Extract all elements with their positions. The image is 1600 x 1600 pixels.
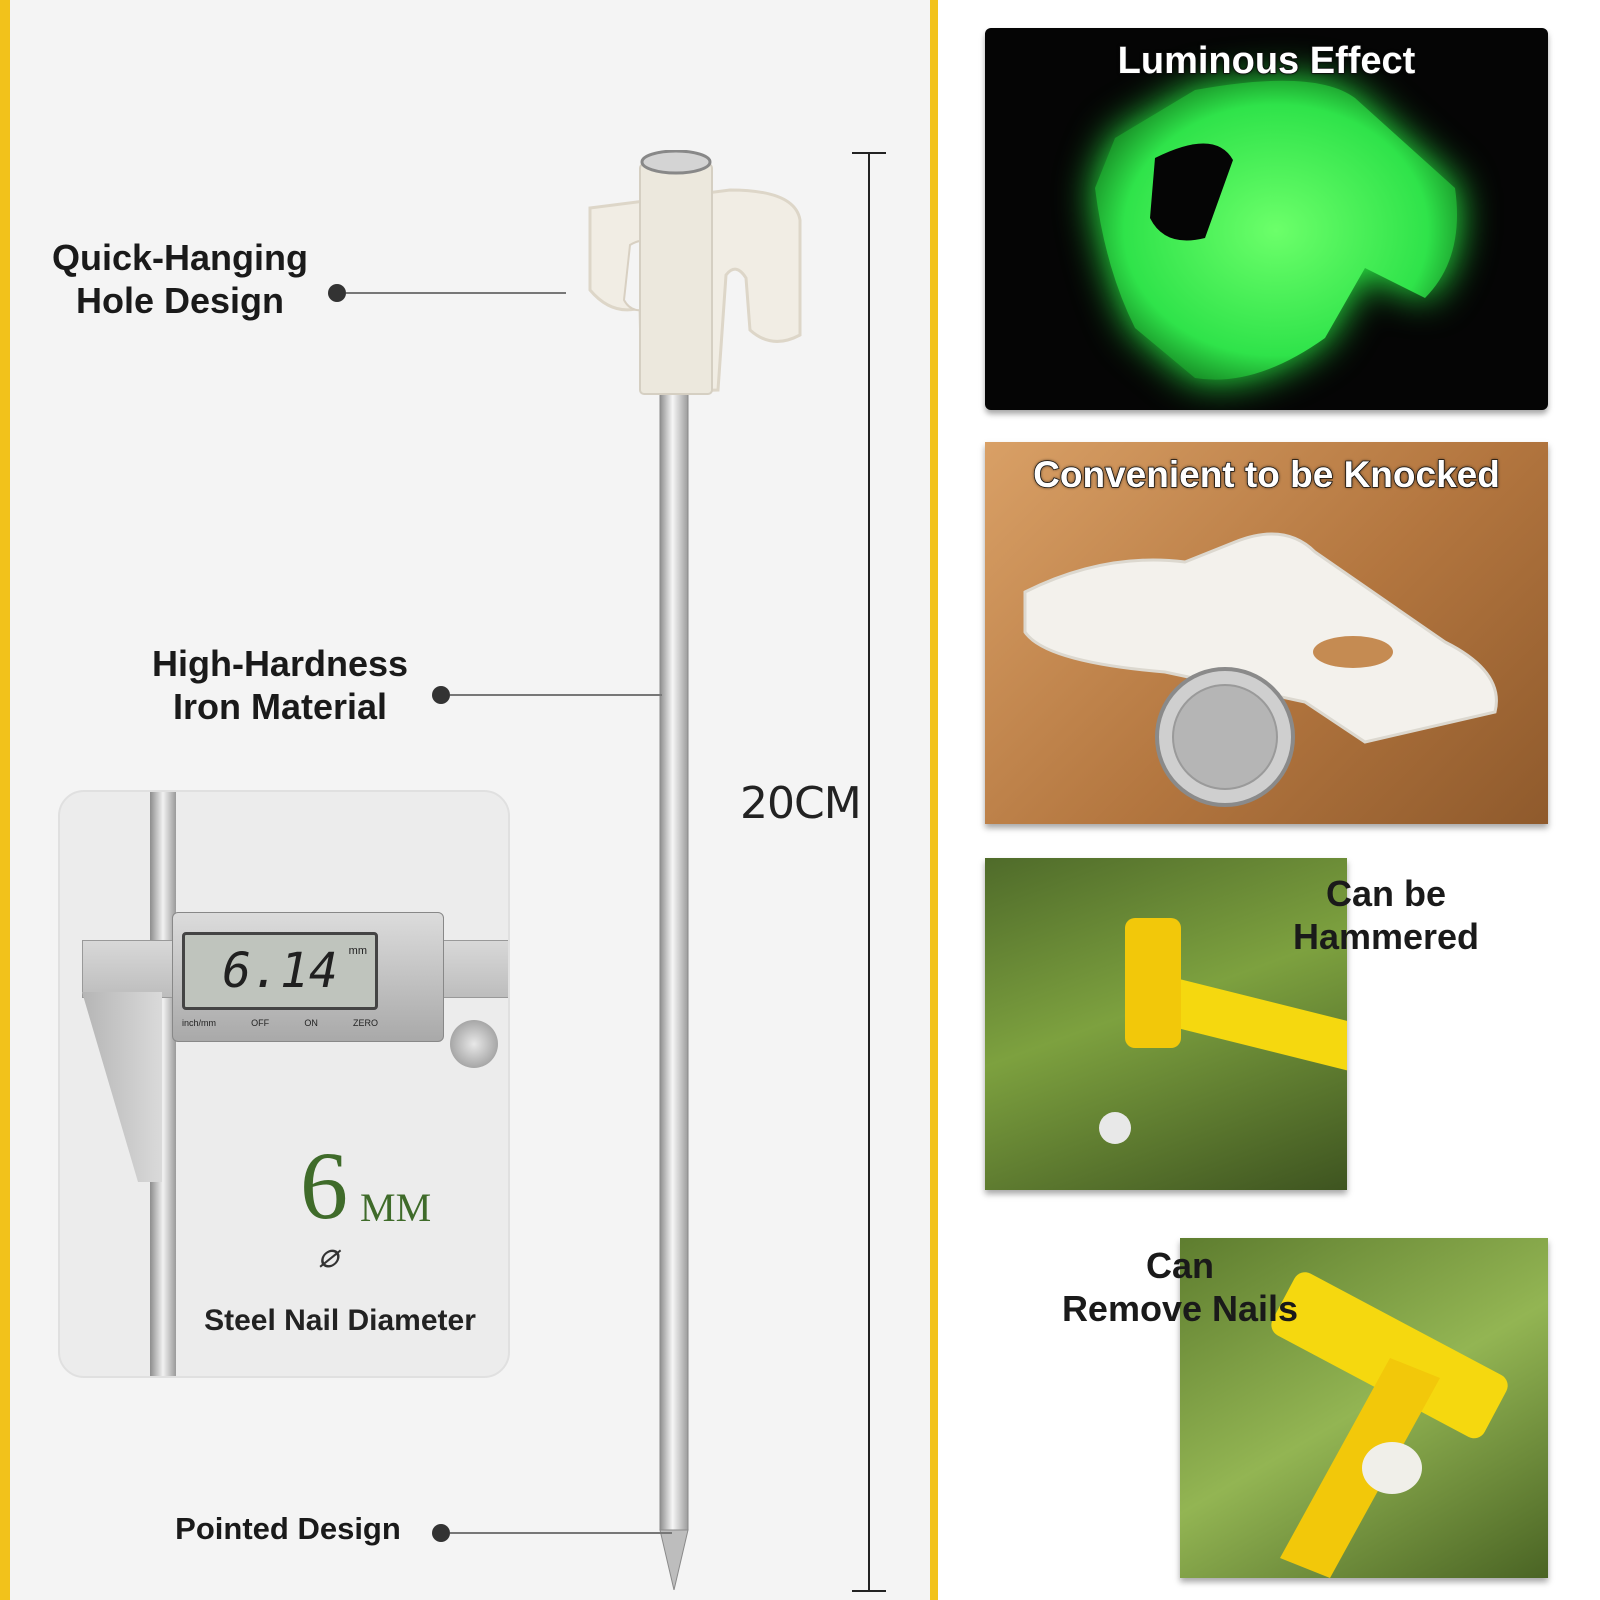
remove-line2: Remove Nails [1061,1288,1299,1330]
caliper-unit: mm [348,945,367,957]
quick-hanging-leader [346,292,566,294]
remove-line1: Can [1145,1245,1214,1286]
hammered-line2: Hammered [1292,916,1480,958]
stake-rod [659,389,689,1531]
caliper-reading: 6.14 [222,943,338,999]
diameter-unit: MM [360,1185,432,1230]
hammered-line1: Can be [1325,873,1447,914]
caliper-button-inch-mm: inch/mm [182,1018,217,1028]
quick-hanging-line2: Hole Design [75,280,285,322]
yellow-hammer-graphic [1099,918,1347,1144]
dimension-length: 20CM [740,778,862,829]
stake-point [659,1529,689,1590]
knocked-photo: Convenient to be Knocked [985,442,1548,824]
pointed-design-leader [450,1532,672,1534]
caliper-display: 6.14 mm [182,932,378,1010]
diameter-value: 6 [300,1132,348,1239]
glowing-hook-graphic [1095,80,1457,380]
center-accent-border [930,0,938,1600]
left-accent-border [0,0,10,1600]
luminous-effect-photo: Luminous Effect [985,28,1548,410]
stake-collar [639,163,713,395]
knocked-title: Convenient to be Knocked [1032,453,1500,496]
stake-cap [640,150,712,175]
hardness-label: High-Hardness Iron Material [120,642,440,728]
pointed-design-dot [432,1524,450,1542]
hardness-leader [450,694,662,696]
hardness-line1: High-Hardness [151,643,409,684]
caliper-thumb-wheel [450,1020,498,1068]
tent-stake-illustration [588,150,802,1590]
luminous-effect-title: Luminous Effect [1117,39,1416,83]
caliper-button-labels: inch/mm OFF ON ZERO [182,1018,378,1028]
hammered-title: Can be Hammered [1246,872,1526,958]
hardness-line2: Iron Material [172,686,388,728]
caliper-button-off: OFF [251,1018,270,1028]
pointed-design-label: Pointed Design [175,1511,401,1546]
hammer-pulling-stake-graphic [1271,1272,1508,1578]
remove-nails-title: Can Remove Nails [1030,1244,1330,1330]
stake-head-on-wood-graphic [1023,532,1498,807]
quick-hanging-dot [328,284,346,302]
caliper-measurement-card: 6.14 mm inch/mm OFF ON ZERO 6 MM ⌀ Steel… [58,790,510,1378]
caliper-button-zero: ZERO [352,1018,378,1028]
caliper-jaw [82,992,162,1182]
quick-hanging-label: Quick-Hanging Hole Design [20,236,340,322]
quick-hanging-line1: Quick-Hanging [51,237,308,278]
diameter-symbol: ⌀ [318,1236,339,1276]
remove-nails-photo [1180,1238,1548,1578]
hardness-dot [432,686,450,704]
dimension-line [868,152,870,1592]
hammered-photo [985,858,1347,1190]
steel-nail-diameter-caption: Steel Nail Diameter [204,1304,476,1337]
caliper-button-on: ON [304,1018,318,1028]
dimension-bottom-cap [852,1590,886,1592]
